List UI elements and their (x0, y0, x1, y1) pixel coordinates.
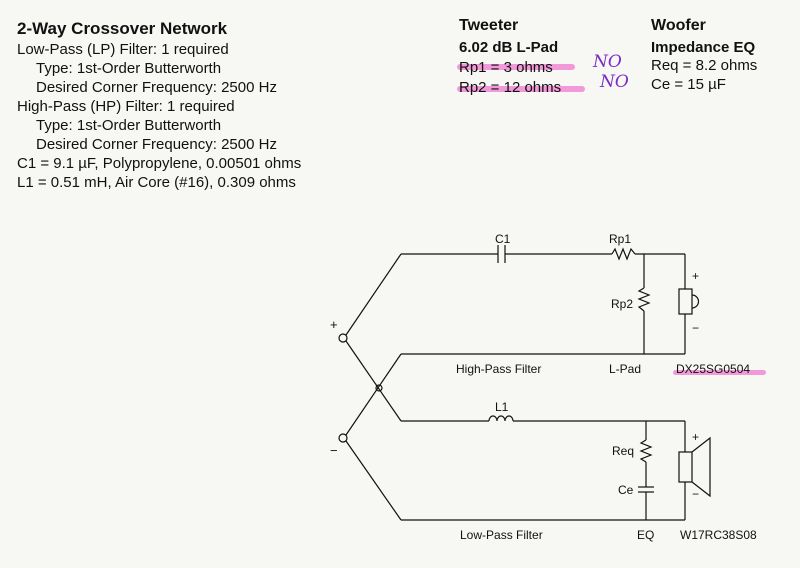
c1-label: C1 (495, 232, 511, 246)
rp1-value: Rp1 = 3 ohms (459, 59, 553, 76)
input-plus-label: + (330, 317, 338, 332)
woofer-cone (691, 436, 711, 498)
l1-inductor (488, 415, 514, 422)
rp2-value: Rp2 = 12 ohms (459, 79, 562, 96)
tweeter-model-highlight (673, 370, 766, 375)
ce-label: Ce (618, 483, 634, 497)
lp-type: Type: 1st-Order Butterworth (36, 60, 222, 77)
wire-minus-to-hp-bottom (345, 353, 402, 436)
handwritten-annotation-rp2: NO (600, 72, 629, 92)
rp1-label: Rp1 (609, 232, 632, 246)
woofer-plus-label: + (692, 430, 700, 444)
hp-requirement: High-Pass (HP) Filter: 1 required (17, 98, 235, 115)
wire-minus-to-lp-bottom (345, 440, 402, 521)
tweeter-heading: Tweeter (459, 17, 519, 34)
l1-spec: L1 = 0.51 mH, Air Core (#16), 0.309 ohms (17, 174, 296, 191)
tweeter-minus-label: − (692, 321, 700, 335)
req-label: Req (612, 444, 635, 458)
tweeter-dome (691, 294, 700, 309)
tweeter-lpad-subtitle: 6.02 dB L-Pad (459, 39, 559, 56)
c1-spec: C1 = 9.1 µF, Polypropylene, 0.00501 ohms (17, 155, 302, 172)
rp1-highlight (457, 64, 575, 70)
woofer-driver (678, 451, 693, 483)
rp2-label: Rp2 (611, 297, 634, 311)
input-plus-terminal (338, 333, 348, 343)
woofer-minus-label: − (692, 487, 700, 501)
lpad-label: L-Pad (609, 362, 642, 376)
woofer-model: W17RC38S08 (680, 528, 757, 542)
wire-plus-to-hp-top (345, 253, 402, 336)
woofer-heading: Woofer (651, 17, 706, 34)
page-title: 2-Way Crossover Network (17, 19, 228, 38)
woofer-eq-subtitle: Impedance EQ (651, 39, 756, 56)
rp1-resistor (611, 247, 636, 261)
rp2-highlight (457, 86, 585, 92)
hp-corner-frequency: Desired Corner Frequency: 2500 Hz (36, 136, 277, 153)
l1-label: L1 (495, 400, 509, 414)
hp-type: Type: 1st-Order Butterworth (36, 117, 222, 134)
crossover-junction (375, 384, 383, 392)
low-pass-filter-label: Low-Pass Filter (460, 528, 543, 542)
lp-requirement: Low-Pass (LP) Filter: 1 required (17, 41, 229, 58)
input-minus-terminal (338, 433, 348, 443)
eq-label: EQ (637, 528, 655, 542)
tweeter-model: DX25SG0504 (676, 362, 751, 376)
tweeter-driver (678, 288, 693, 315)
req-value: Req = 8.2 ohms (651, 57, 758, 74)
input-minus-label: − (330, 443, 338, 458)
req-resistor (639, 439, 653, 463)
rp2-resistor (637, 287, 651, 312)
handwritten-annotation-rp1: NO (593, 52, 622, 72)
tweeter-plus-label: + (692, 269, 700, 283)
lp-corner-frequency: Desired Corner Frequency: 2500 Hz (36, 79, 277, 96)
ce-value: Ce = 15 µF (651, 76, 726, 93)
high-pass-filter-label: High-Pass Filter (456, 362, 542, 376)
wire-plus-to-lp-top (345, 340, 402, 422)
